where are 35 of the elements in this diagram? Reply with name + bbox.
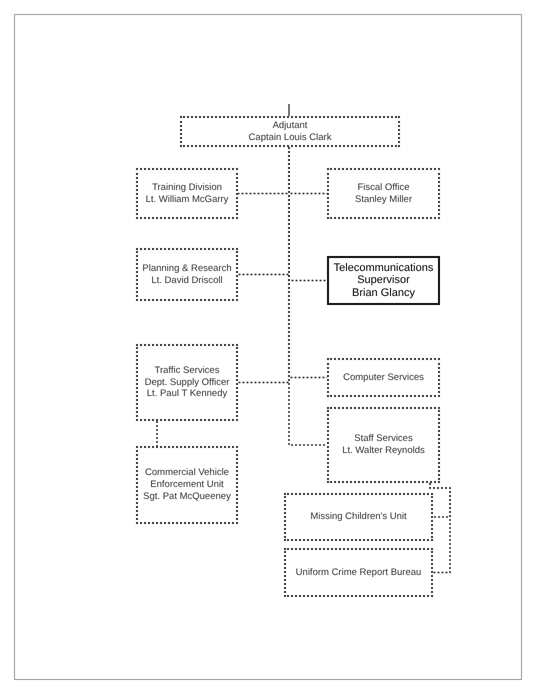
- unit-title: Uniform Crime Report Bureau: [296, 566, 422, 578]
- unit-title: Computer Services: [343, 372, 424, 384]
- connector-line: [429, 483, 451, 574]
- person-name: Sgt. Pat McQueeney: [143, 490, 231, 503]
- person-name: Dept. Supply Officer: [144, 376, 230, 388]
- unit-title: Telecommunications Supervisor: [332, 262, 434, 287]
- org-box: [327, 358, 440, 397]
- org-box: [284, 493, 433, 541]
- person-name: Brian Glancy: [352, 286, 415, 300]
- org-box: [327, 407, 440, 483]
- org-box: [284, 548, 433, 597]
- org-box: [136, 168, 238, 219]
- person-name: Captain Louis Clark: [248, 132, 332, 144]
- person-name: Lt. Paul T Kennedy: [146, 388, 228, 400]
- person-name: Lt. David Driscoll: [151, 274, 223, 286]
- unit-title: Traffic Services: [154, 364, 220, 377]
- org-box: [136, 344, 238, 421]
- unit-title: Commercial Vehicle Enforcement Unit: [144, 467, 230, 491]
- person-name: Lt. Walter Reynolds: [342, 445, 425, 457]
- org-box: [327, 256, 440, 305]
- person-name: Lt. William McGarry: [146, 194, 228, 206]
- unit-title: Fiscal Office: [357, 182, 410, 194]
- person-name: Stanley Miller: [354, 194, 412, 206]
- unit-title: Training Division: [152, 182, 222, 194]
- connector-line: [288, 104, 290, 116]
- org-box: [327, 168, 440, 219]
- org-box: [136, 248, 238, 301]
- org-box: [136, 446, 238, 524]
- org-box: [180, 116, 400, 147]
- unit-title: Staff Services: [354, 433, 413, 445]
- unit-title: Missing Children's Unit: [310, 511, 407, 523]
- connector-line: [288, 147, 327, 446]
- connector-line: [156, 421, 158, 446]
- unit-title: Planning & Research: [142, 262, 232, 274]
- unit-title: Adjutant: [272, 120, 308, 132]
